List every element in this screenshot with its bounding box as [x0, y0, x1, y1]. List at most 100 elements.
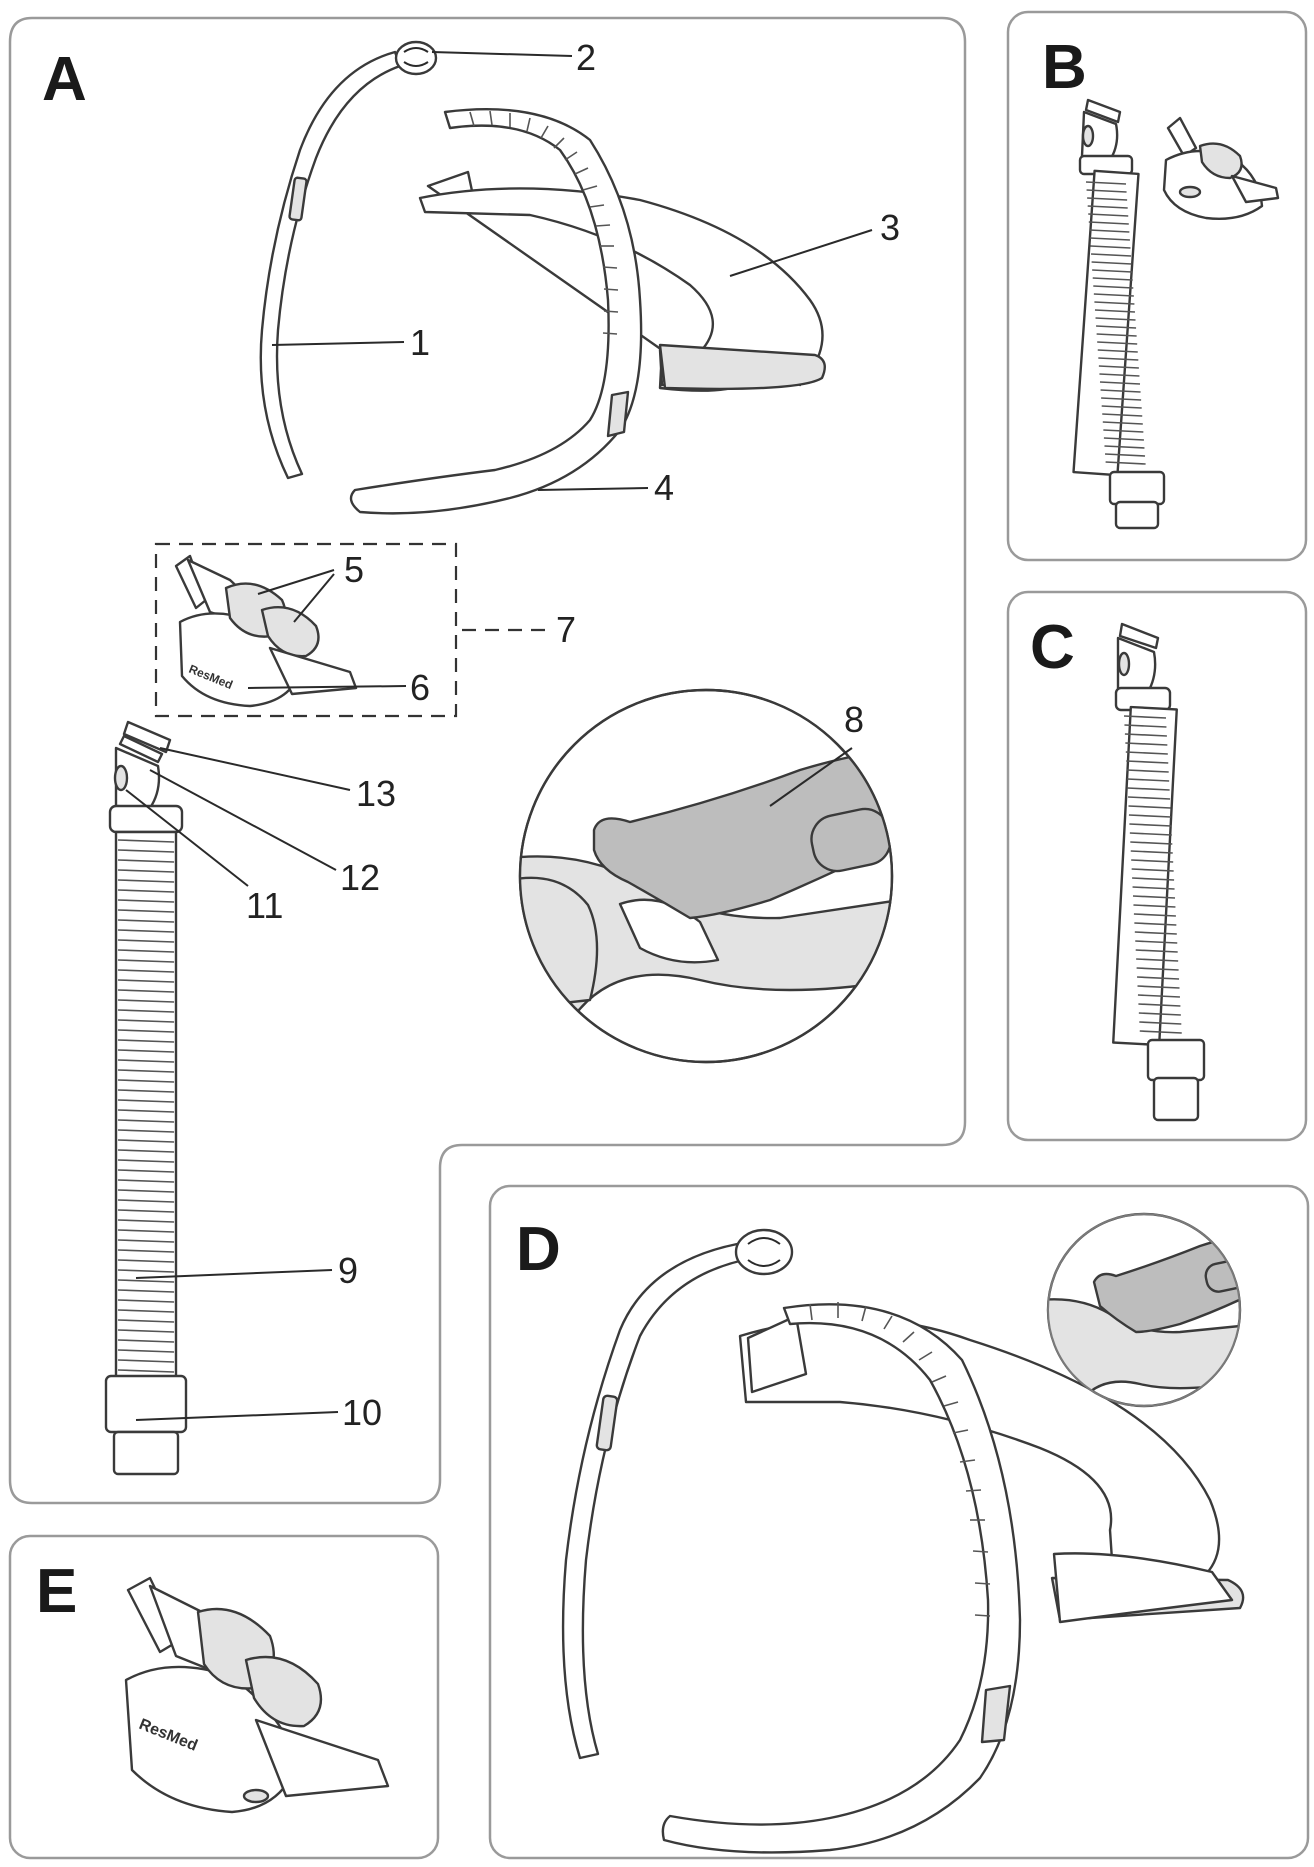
tube-rib [1125, 742, 1168, 746]
tube-rib [117, 1179, 175, 1183]
tube-rib [1085, 181, 1127, 185]
tube-rib [117, 1329, 175, 1333]
tube-rib [117, 1359, 175, 1363]
tube-rib [117, 939, 175, 943]
tube-rib [117, 949, 175, 953]
tube-rib [1089, 237, 1130, 241]
tube-rib [1128, 814, 1171, 818]
tube-rib [1138, 1003, 1181, 1007]
panel-e-frame [8, 1534, 440, 1860]
tube-rib [1136, 958, 1179, 962]
panel-label-a: A [42, 45, 87, 114]
tube-rib [117, 1009, 175, 1013]
tube-rib [1103, 429, 1144, 433]
strap-rib [809, 1303, 813, 1321]
panel-c-frame [1006, 590, 1308, 1142]
tube-rib [1093, 285, 1134, 289]
tube-rib [1094, 309, 1135, 313]
tube-rib [1138, 1012, 1181, 1016]
tube-rib [117, 1209, 175, 1213]
tube-rib [117, 1029, 175, 1033]
nasal-cushion-b [1162, 116, 1280, 220]
tube-rib [117, 1109, 175, 1113]
panel-label-b: B [1042, 33, 1087, 102]
callout-3: 3 [880, 207, 900, 248]
tube-rib [1130, 841, 1173, 845]
strap-rib [902, 1331, 915, 1343]
tube-rib [1102, 421, 1143, 425]
tube-rib [117, 1059, 175, 1063]
tube-rib [117, 899, 175, 903]
tube-rib [1127, 778, 1170, 782]
tube-rib [1101, 397, 1142, 401]
tube-rib [1135, 949, 1178, 953]
crown-strap-ribs [469, 110, 619, 335]
tube-rib [1098, 357, 1139, 361]
strap-rib [965, 1489, 982, 1492]
tube-rib [117, 1319, 175, 1323]
tube-rib [117, 879, 175, 883]
tube-rib [117, 1339, 175, 1343]
callout-4: 4 [654, 467, 674, 508]
strap-rib [974, 1614, 991, 1617]
tube-rib [1137, 985, 1180, 989]
side-strap-clip [288, 176, 308, 222]
side-strap [259, 50, 402, 480]
tube-rib [117, 1309, 175, 1313]
tube-rib [1132, 895, 1176, 899]
tube-rib [1088, 221, 1129, 225]
tube-rib [117, 1039, 175, 1043]
callouts-headgear: 2 3 1 4 [271, 37, 900, 508]
tube-rib [1096, 325, 1137, 329]
callout-13: 13 [356, 773, 396, 814]
crown-strap [349, 108, 643, 515]
tube-rib [117, 979, 175, 983]
tube-rib [1137, 994, 1180, 998]
panel-label-d: D [516, 1215, 561, 1284]
panel-b-frame [1006, 10, 1308, 562]
tube-rib [117, 1139, 175, 1143]
tube-rib [1101, 405, 1142, 409]
tube-rib [1126, 760, 1169, 764]
long-tube-c [1112, 622, 1206, 1122]
tube-rib [1129, 832, 1172, 836]
detail-circle-a: 8 [518, 688, 894, 1064]
tube-rib [1087, 197, 1128, 201]
tube-rib [117, 989, 175, 993]
back-strap-tab [658, 343, 826, 391]
callouts-tube: 13 12 11 9 10 [125, 747, 396, 1433]
tube-rib [1126, 769, 1169, 773]
tube-rib [1092, 269, 1133, 273]
crown-strap-clip [606, 390, 630, 438]
callout-6: 6 [410, 667, 430, 708]
tube-rib [1136, 967, 1179, 971]
tube-rib [1097, 341, 1138, 345]
tube-rib [1095, 317, 1136, 321]
tube-rib [1124, 724, 1167, 728]
tube-rib [117, 1069, 175, 1073]
callout-11: 11 [246, 885, 283, 926]
tube-rib [117, 869, 175, 873]
tube-rib [117, 1299, 175, 1303]
tube-rib [1086, 189, 1127, 193]
strap-rib [943, 1401, 959, 1407]
tube-rib [117, 1079, 175, 1083]
tube-rib [1123, 715, 1167, 719]
tube-rib [1125, 751, 1168, 755]
tube-rib [1134, 922, 1177, 926]
tube-rib [1089, 229, 1130, 233]
tube-rib [1131, 868, 1174, 872]
tube-rib [1137, 976, 1180, 980]
tube-rib [117, 1199, 175, 1203]
tube-rib [117, 1369, 175, 1373]
tube-rib [1094, 301, 1135, 305]
panel-a-frame [8, 16, 967, 1505]
nasal-cushion-a: ResMed [174, 554, 358, 708]
callout-1: 1 [410, 322, 430, 363]
tube-rib [117, 859, 175, 863]
tube-rib [117, 1349, 175, 1353]
tube-rib [1127, 787, 1170, 791]
nasal-cushion-e: ResMed [124, 1576, 390, 1814]
tube-rib [117, 929, 175, 933]
